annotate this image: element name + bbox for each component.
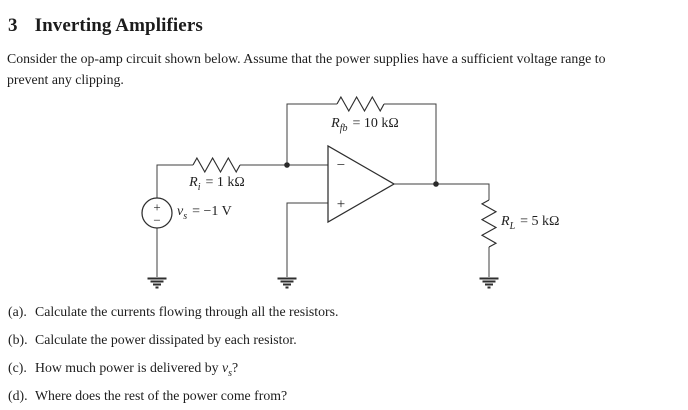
noninverting-input-wire — [286, 202, 328, 277]
opamp-inverting-label: − — [337, 158, 345, 174]
question-c-text: How much power is delivered by vs? — [35, 360, 239, 379]
question-d: (d). Where does the rest of the power co… — [8, 387, 287, 404]
opamp-symbol — [327, 144, 396, 224]
ground-symbol — [479, 277, 499, 289]
source-minus-terminal: − — [153, 213, 160, 228]
load-resistor-symbol — [480, 199, 498, 248]
feedback-right-wire — [384, 103, 437, 184]
question-b-label: (b). — [8, 332, 28, 347]
question-c-label: (c). — [8, 360, 27, 375]
question-b-text: Calculate the power dissipated by each r… — [35, 332, 297, 347]
question-a-text: Calculate the currents flowing through a… — [35, 304, 339, 319]
question-d-text: Where does the rest of the power come fr… — [35, 388, 288, 403]
input-resistor-label: Ri= 1 kΩ — [189, 175, 245, 193]
question-c: (c). How much power is delivered by vs? — [8, 359, 239, 379]
intro-line-2: prevent any clipping. — [7, 72, 124, 87]
opamp-noninverting-label: + — [337, 197, 345, 213]
intro-paragraph: Consider the op-amp circuit shown below.… — [7, 48, 683, 90]
feedback-resistor-symbol — [336, 95, 385, 113]
section-title: Inverting Amplifiers — [34, 15, 203, 36]
inverting-node-junction-dot — [284, 162, 290, 168]
question-a: (a). Calculate the currents flowing thro… — [8, 303, 338, 320]
source-plus-terminal: + — [153, 200, 160, 215]
intro-line-1: Consider the op-amp circuit shown below.… — [7, 51, 606, 66]
question-b: (b). Calculate the power dissipated by e… — [8, 331, 297, 348]
input-resistor-symbol — [192, 156, 241, 174]
load-resistor-label: RL= 5 kΩ — [501, 214, 560, 232]
section-heading: 3 Inverting Amplifiers — [8, 15, 203, 37]
source-to-input-resistor-wire — [156, 164, 193, 198]
question-a-label: (a). — [8, 304, 27, 319]
section-number: 3 — [8, 15, 18, 36]
ground-symbol — [277, 277, 297, 289]
feedback-resistor-label: Rfb= 10 kΩ — [331, 116, 399, 134]
ground-symbol — [147, 277, 167, 289]
output-wire — [394, 183, 490, 200]
output-node-junction-dot — [433, 181, 439, 187]
voltage-source-label: vs= −1 V — [177, 204, 232, 222]
question-d-label: (d). — [8, 388, 28, 403]
voltage-source-symbol — [141, 197, 173, 229]
feedback-left-wire — [286, 103, 337, 165]
